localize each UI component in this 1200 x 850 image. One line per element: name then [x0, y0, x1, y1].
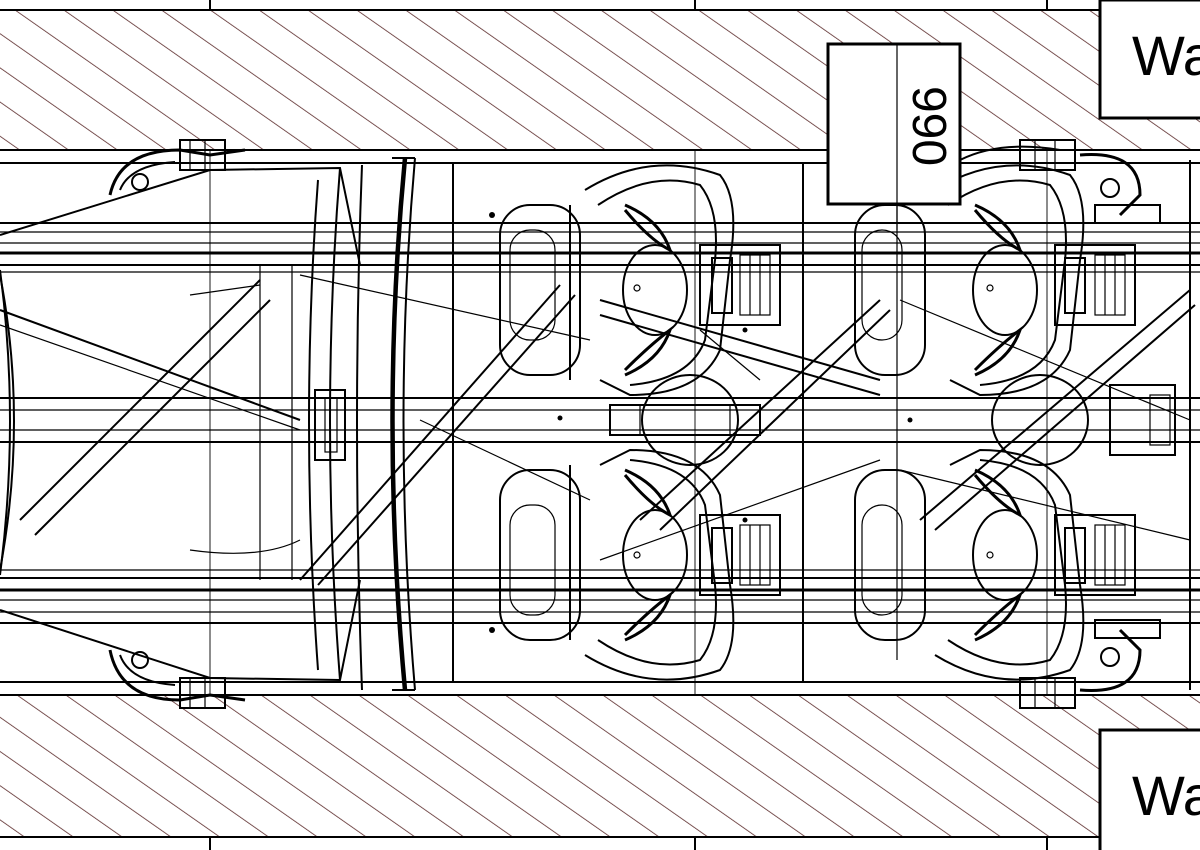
center-hub-1 [609, 374, 761, 466]
wheel-assembly-middle-top [959, 145, 1061, 161]
front-section [0, 157, 416, 691]
seat-1-bottom [499, 448, 735, 681]
wheel-assembly-right-bottom [1019, 619, 1161, 709]
wheel-assembly-right-top [1019, 139, 1161, 224]
seat-row-1 [499, 164, 781, 681]
restraint-1-top [699, 244, 781, 326]
wheel-assembly-left-top [108, 139, 246, 196]
seat-row-2 [854, 164, 1176, 681]
cross-bracing [299, 274, 1196, 586]
grid-ticks [209, 0, 1048, 850]
center-hub-2 [991, 374, 1176, 466]
wall-strip-bottom [0, 694, 1200, 838]
restraint-1-bottom [699, 514, 781, 596]
dimension-label: 990 [902, 86, 955, 166]
restraint-2-bottom [1054, 514, 1136, 596]
wall-label-box-bottom: Wa [1098, 728, 1200, 850]
frame-verticals [209, 150, 1191, 695]
wheel-assembly-left-bottom [108, 649, 246, 709]
seat-2-bottom [854, 448, 1085, 681]
restraint-2-top [1054, 244, 1136, 326]
wall-strip-top [0, 9, 1200, 151]
fasteners [489, 212, 913, 633]
dimension-box: 990 [826, 42, 962, 230]
wall-label-bottom: Wa [1132, 764, 1200, 827]
seat-1-top [499, 164, 735, 397]
wall-label-top: Wa [1132, 24, 1200, 87]
seat-2-top [854, 164, 1085, 397]
frame-rails [0, 162, 1200, 683]
wall-label-box-top: Wa [1098, 0, 1200, 120]
